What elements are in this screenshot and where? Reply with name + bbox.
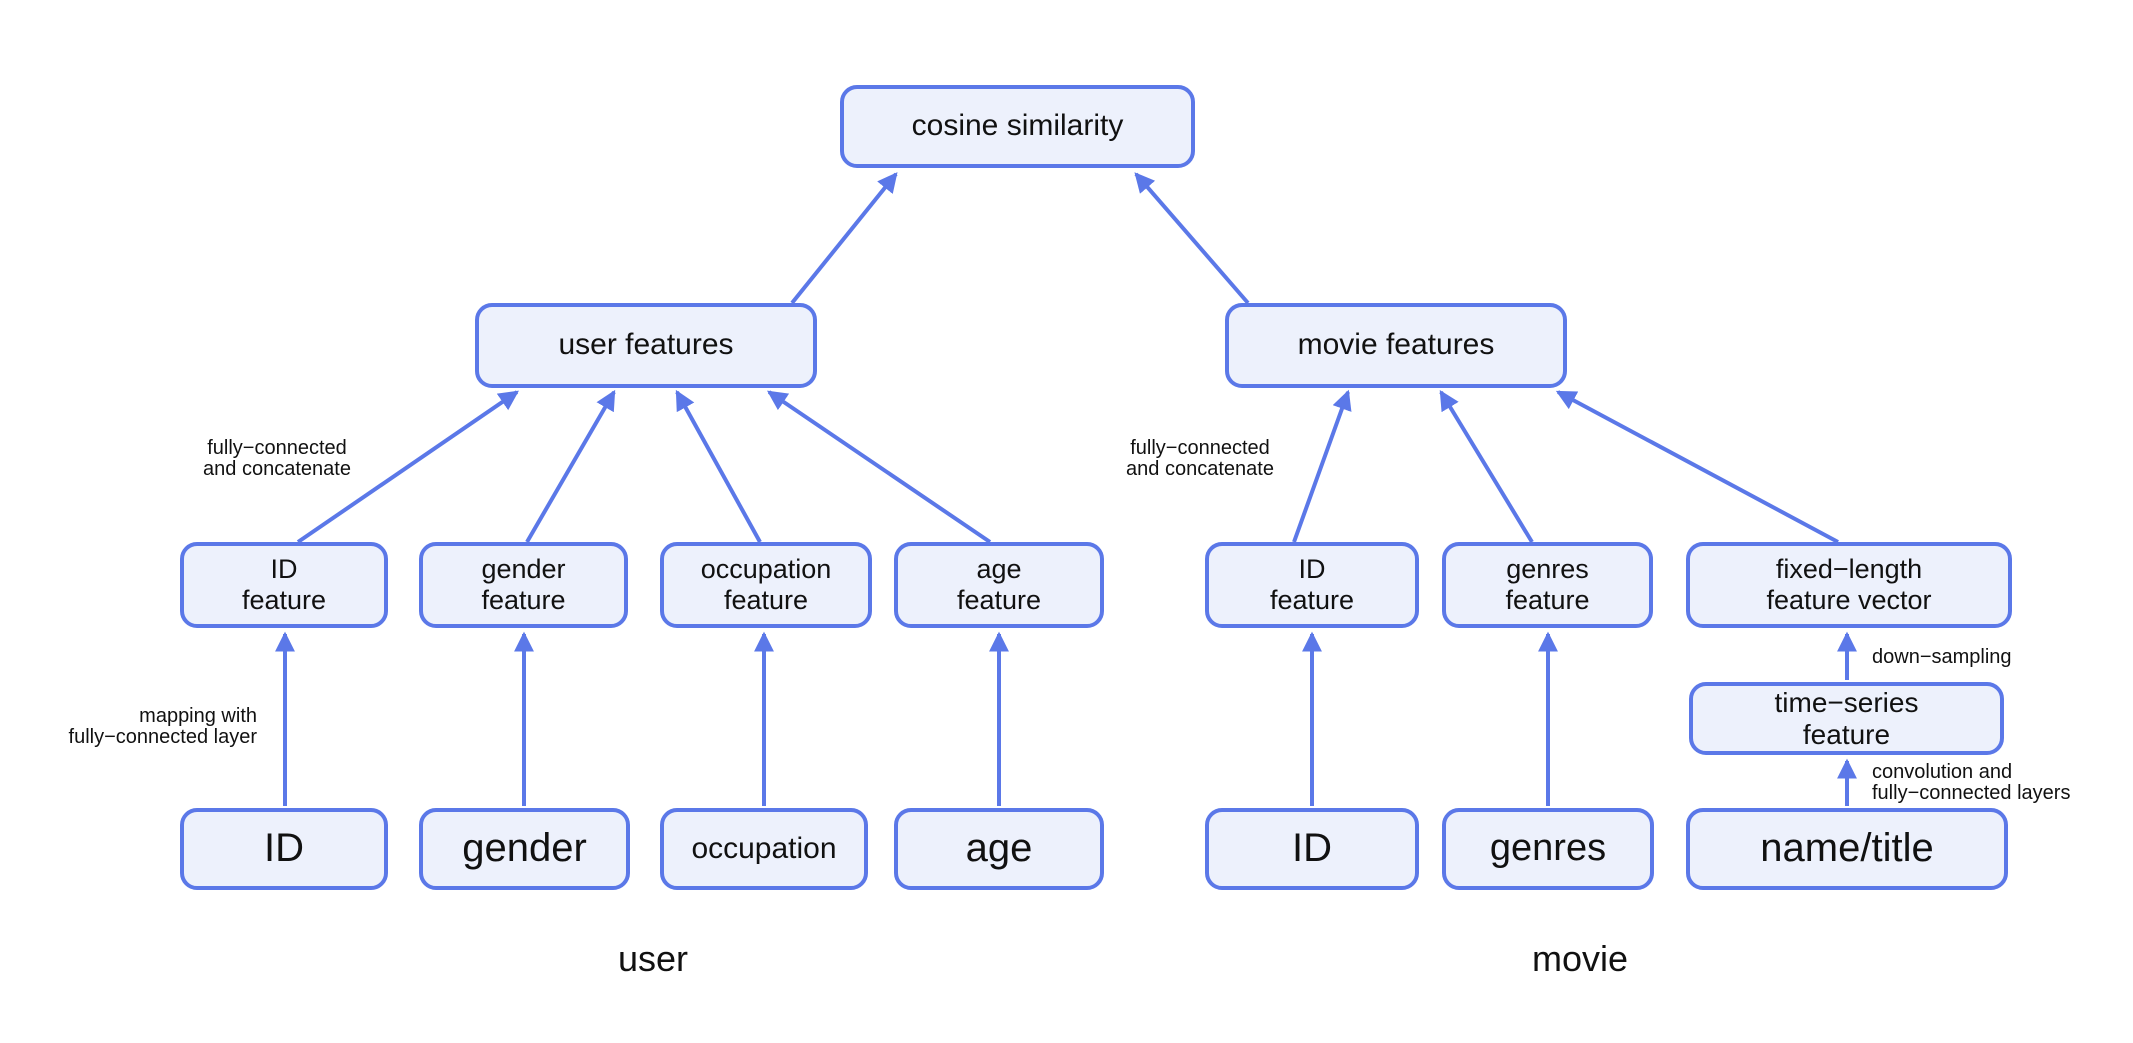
node-label-line: age: [965, 826, 1033, 871]
node-gender-input: gender: [419, 808, 630, 890]
label-line: mapping with: [139, 705, 257, 727]
node-label-line: feature: [1802, 718, 1891, 750]
node-label-line: name/title: [1760, 826, 1934, 871]
edge-movie-features-to-cosine-similarity: [1134, 172, 1250, 305]
node-label-line: feature: [241, 585, 327, 615]
node-label-line: age: [976, 554, 1022, 585]
edge-occupation-feature-to-user-features: [675, 389, 762, 543]
node-label-line: gender: [462, 826, 587, 871]
node-age-input: age: [894, 808, 1104, 890]
node-label-line: feature vector: [1766, 585, 1932, 615]
edge-movie-id-feature-to-movie-features: [1292, 389, 1352, 543]
node-label-line: feature: [1505, 585, 1590, 615]
node-label-line: feature: [956, 585, 1042, 615]
node-user-features: user features: [475, 303, 817, 388]
user-group-label: user: [617, 938, 689, 979]
label-line: convolution and: [1872, 761, 2013, 783]
node-label-line: ID: [264, 826, 304, 871]
node-label-line: ID: [1298, 554, 1326, 585]
label-line: and concatenate: [203, 458, 351, 480]
label-line: and concatenate: [1126, 458, 1274, 480]
node-label-line: genres: [1506, 554, 1589, 585]
node-movie-id-input: ID: [1205, 808, 1419, 890]
edge-age-feature-to-user-features: [767, 390, 992, 544]
node-label-line: time−series: [1774, 686, 1919, 718]
label-line: down−sampling: [1872, 646, 2012, 668]
label-line: fully−connected: [1130, 437, 1270, 459]
label-line: fully−connected layer: [68, 726, 257, 748]
node-label-line: movie features: [1297, 328, 1495, 362]
edge-fixed-length-vector-to-movie-features: [1555, 390, 1839, 544]
node-occupation-input: occupation: [660, 808, 868, 890]
edge-user-id-feature-to-user-features: [296, 390, 519, 544]
movie-group-label: movie: [1531, 938, 1629, 979]
node-label-line: gender: [481, 554, 566, 585]
node-genres-input: genres: [1442, 808, 1654, 890]
node-label-line: cosine similarity: [911, 109, 1124, 143]
node-name-title-input: name/title: [1686, 808, 2008, 890]
down-sampling-label: down−sampling: [1872, 647, 2133, 668]
node-label-line: occupation: [700, 554, 832, 585]
label-line: fully−connected layers: [1872, 782, 2071, 804]
node-label-line: feature: [481, 585, 566, 615]
node-label-line: ID: [1292, 826, 1332, 871]
node-label-line: genres: [1489, 827, 1607, 870]
node-cosine-similarity: cosine similarity: [840, 85, 1195, 168]
edge-user-features-to-cosine-similarity: [790, 172, 898, 305]
node-label-line: feature: [1269, 585, 1355, 615]
node-label-line: fixed−length: [1775, 554, 1923, 585]
node-label-line: occupation: [691, 831, 837, 865]
node-label-line: user features: [558, 328, 734, 362]
node-movie-features: movie features: [1225, 303, 1567, 388]
node-user-id-input: ID: [180, 808, 388, 890]
edge-genres-feature-to-movie-features: [1439, 389, 1534, 544]
node-label-line: feature: [723, 585, 809, 615]
edge-gender-feature-to-user-features: [525, 389, 616, 544]
label-line: fully−connected: [207, 437, 347, 459]
node-label-line: ID: [270, 554, 298, 585]
